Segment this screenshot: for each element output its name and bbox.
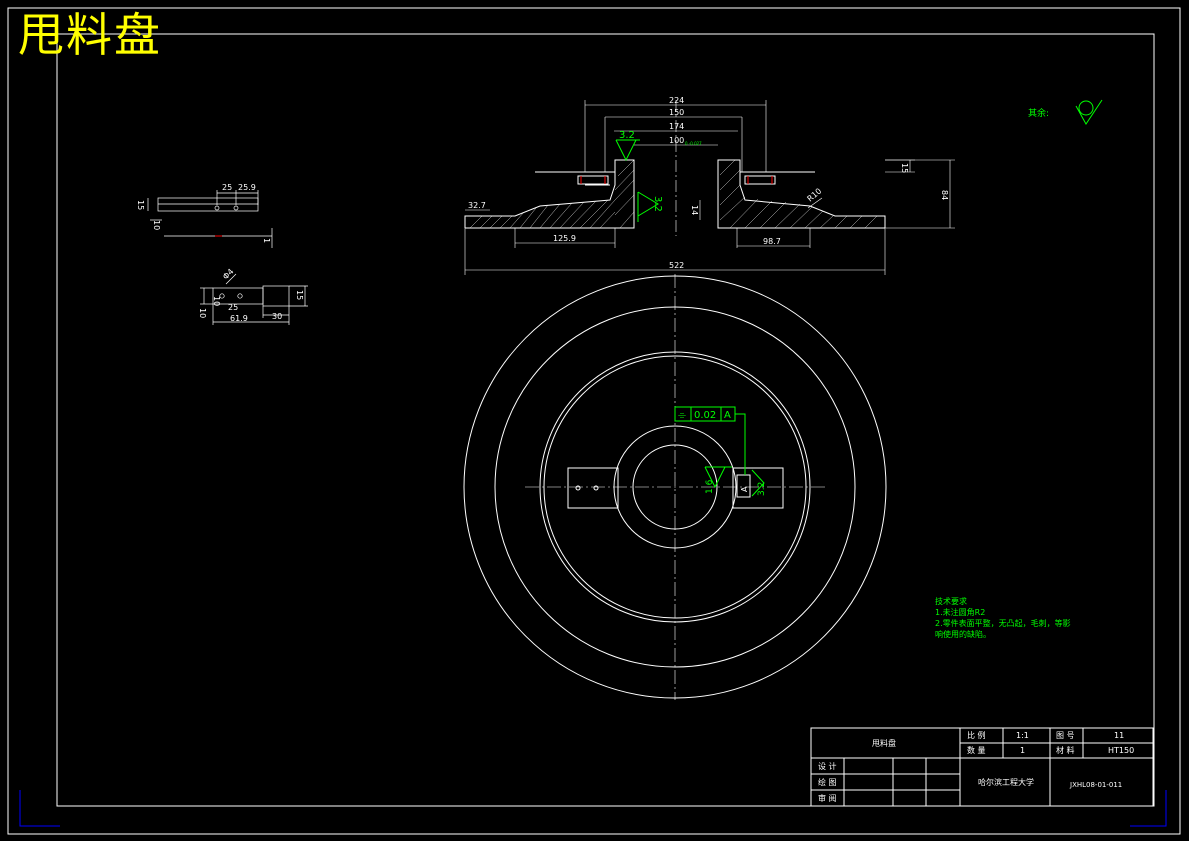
detail-a-dim-1: 1 xyxy=(262,238,271,243)
detail-b-dim-phi4: Φ4 xyxy=(221,267,235,281)
detail-a-dim-15: 15 xyxy=(136,200,145,210)
corner-marks xyxy=(19,790,1167,827)
detail-b-dim-25: 25 xyxy=(228,303,238,312)
dim-84: 84 xyxy=(940,190,949,200)
tech-item-2: 2.零件表面平整，无凸起，毛刺，等影 xyxy=(935,618,1071,628)
tb-material-label: 材 料 xyxy=(1056,745,1075,755)
tolerance-datum: A xyxy=(724,410,731,421)
tb-material-value: HT150 xyxy=(1108,746,1134,755)
tech-heading: 技术要求 xyxy=(935,596,967,606)
detail-a-dim-10: 10 xyxy=(152,220,161,230)
tb-qty-value: 1 xyxy=(1020,746,1025,755)
tech-item-1: 1.未注圆角R2 xyxy=(935,607,985,617)
section-view xyxy=(464,159,886,229)
tb-draw-label: 绘 图 xyxy=(818,777,837,787)
dim-15-right: 15 xyxy=(900,163,909,173)
tb-scale-label: 比 例 xyxy=(967,730,986,740)
title-block-text: 甩料盘 比 例 1:1 图 号 11 数 量 1 材 料 HT150 设 计 绘… xyxy=(818,730,1134,803)
tech-item-3: 响使用的缺陷。 xyxy=(935,629,991,639)
datum-box-label: A xyxy=(740,486,749,492)
ra-label-side: 3.2 xyxy=(652,196,663,212)
tb-school: 哈尔滨工程大学 xyxy=(978,777,1034,787)
outer-frame xyxy=(7,7,1181,835)
detail-b xyxy=(200,273,308,325)
dim-14: 14 xyxy=(690,205,699,215)
detail-a xyxy=(147,190,273,248)
tolerance-frame xyxy=(674,406,765,497)
section-red-marks xyxy=(580,176,773,184)
detail-b-dim-30: 30 xyxy=(272,312,282,321)
tolerance-value: 0.02 xyxy=(694,410,716,421)
plan-right-bracket xyxy=(732,467,784,509)
tb-qty-label: 数 量 xyxy=(967,745,986,755)
ra-label-top: 3.2 xyxy=(619,130,635,141)
drawing-title: 甩料盘 xyxy=(18,8,162,62)
dim-98-7: 98.7 xyxy=(763,237,781,246)
detail-b-dim-61-9: 61.9 xyxy=(230,314,248,323)
title-block xyxy=(810,727,1154,807)
dim-32-7: 32.7 xyxy=(468,201,486,210)
tb-part-name: 甩料盘 xyxy=(872,738,896,748)
roughness-1-6: 1.6 xyxy=(705,479,715,494)
tb-review-label: 审 阅 xyxy=(818,793,837,803)
dim-174: 174 xyxy=(669,122,684,131)
section-roughness-marks xyxy=(615,139,659,222)
dim-r10: R10 xyxy=(806,187,824,204)
surface-note-label: 其余: xyxy=(1028,107,1049,119)
dim-522: 522 xyxy=(669,261,684,270)
detail-b-dim-15: 15 xyxy=(295,290,304,300)
dim-150: 150 xyxy=(669,108,684,117)
dim-224: 224 xyxy=(669,96,684,105)
plan-centerlines xyxy=(525,274,826,700)
detail-a-dim-25-9: 25.9 xyxy=(238,183,256,192)
tb-scale-value: 1:1 xyxy=(1016,731,1029,740)
detail-a-dimension-text: 25 25.9 15 10 1 xyxy=(136,183,271,243)
section-hatch xyxy=(469,159,878,229)
plan-datum-box xyxy=(736,474,751,498)
roughness-3-2: 3.2 xyxy=(757,482,767,496)
section-dimension-text: 224 150 174 100 0 -0.027 15 84 14 R10 32… xyxy=(468,96,949,270)
dim-125-9: 125.9 xyxy=(553,234,576,243)
detail-b-dim-10a: 10 xyxy=(198,308,207,318)
tb-design-label: 设 计 xyxy=(818,761,837,771)
dim-tolerance: 0 -0.027 xyxy=(685,141,702,146)
detail-b-dimension-text: Φ4 10 10 25 61.9 30 15 xyxy=(198,267,304,323)
dim-100: 100 xyxy=(669,136,684,145)
tolerance-symbol: ⌯ xyxy=(678,410,686,421)
surface-note-symbol xyxy=(1075,99,1103,125)
detail-b-dim-10b: 10 xyxy=(212,296,221,306)
tech-requirements: 技术要求 1.未注圆角R2 2.零件表面平整，无凸起，毛刺，等影 响使用的缺陷。 xyxy=(935,596,1071,639)
tb-code: JXHL08-01-011 xyxy=(1069,781,1122,789)
section-dimension-lines xyxy=(464,100,955,275)
tb-figno-value: 11 xyxy=(1114,731,1124,740)
tb-figno-label: 图 号 xyxy=(1056,731,1075,740)
plan-left-bracket xyxy=(567,467,619,509)
inner-frame xyxy=(56,33,1155,807)
detail-a-dim-25: 25 xyxy=(222,183,232,192)
